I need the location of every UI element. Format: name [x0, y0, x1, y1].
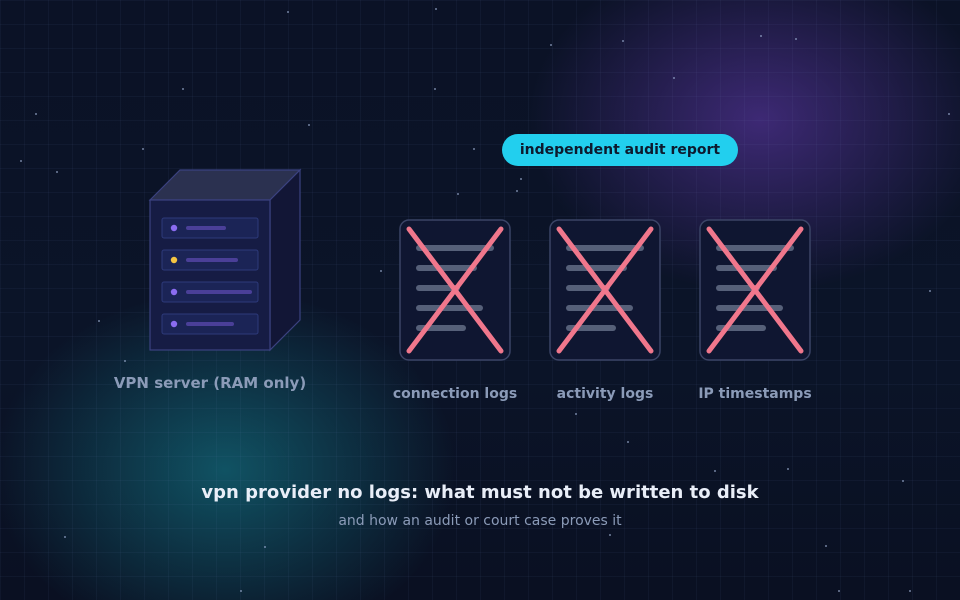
star-dot: [287, 11, 289, 13]
star-dot: [124, 360, 126, 362]
star-dot: [20, 160, 22, 162]
star-dot: [264, 546, 266, 548]
star-dot: [948, 113, 950, 115]
doc-label-activity-logs: activity logs: [556, 386, 654, 402]
star-dot: [902, 480, 904, 482]
status-led: [170, 256, 178, 264]
star-dot: [520, 178, 522, 180]
star-dot: [929, 290, 931, 292]
crossed-out-document-icon: [549, 219, 661, 361]
crossed-out-document-icon: [699, 219, 811, 361]
star-dot: [35, 113, 37, 115]
page-title: vpn provider no logs: what must not be w…: [201, 482, 759, 503]
star-dot: [64, 536, 66, 538]
audit-report-badge: independent audit report: [502, 134, 738, 166]
server-rack-icon: [148, 168, 302, 352]
star-dot: [550, 44, 552, 46]
star-dot: [714, 470, 716, 472]
star-dot: [380, 270, 382, 272]
star-dot: [308, 124, 310, 126]
doc-label-connection-logs: connection logs: [392, 386, 518, 402]
star-dot: [182, 88, 184, 90]
server-slot: [161, 313, 259, 335]
page-subtitle: and how an audit or court case proves it: [338, 513, 622, 529]
star-dot: [622, 40, 624, 42]
star-dot: [142, 148, 144, 150]
server-slot: [161, 249, 259, 271]
server-label: VPN server (RAM only): [113, 374, 307, 392]
status-led: [170, 288, 178, 296]
star-dot: [516, 190, 518, 192]
star-dot: [825, 545, 827, 547]
star-dot: [627, 441, 629, 443]
star-dot: [98, 320, 100, 322]
status-led: [170, 320, 178, 328]
crossed-out-document-icon: [399, 219, 511, 361]
star-dot: [673, 77, 675, 79]
star-dot: [609, 534, 611, 536]
star-dot: [787, 468, 789, 470]
status-led: [170, 224, 178, 232]
server-slot: [161, 217, 259, 239]
star-dot: [56, 171, 58, 173]
star-dot: [760, 35, 762, 37]
star-dot: [473, 148, 475, 150]
star-dot: [909, 590, 911, 592]
server-slot: [161, 281, 259, 303]
star-dot: [240, 590, 242, 592]
star-dot: [795, 38, 797, 40]
star-dot: [457, 193, 459, 195]
doc-label-ip-timestamps: IP timestamps: [698, 386, 812, 402]
star-dot: [838, 590, 840, 592]
star-dot: [575, 413, 577, 415]
star-dot: [435, 8, 437, 10]
star-dot: [434, 88, 436, 90]
